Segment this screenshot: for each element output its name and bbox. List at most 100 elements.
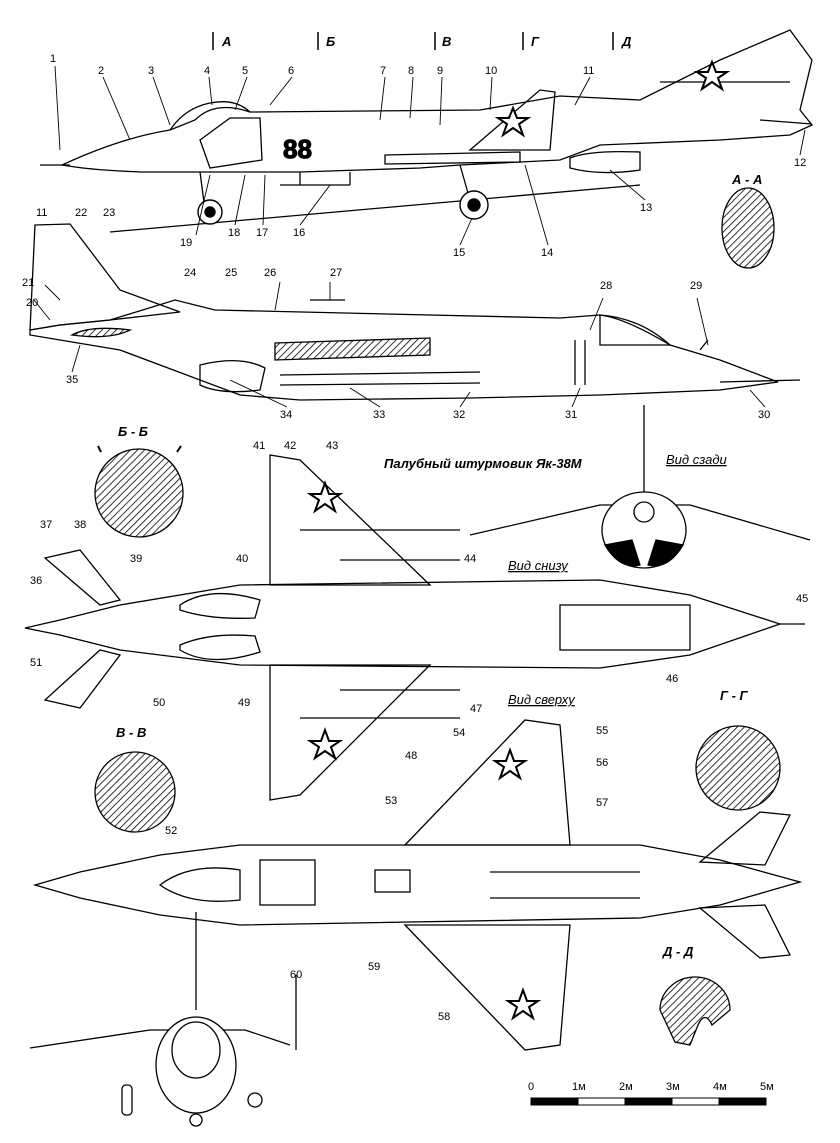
callout-3: 3 (148, 65, 154, 77)
side-view-wheels (197, 190, 489, 225)
callout-26: 26 (264, 267, 276, 279)
callout-6: 6 (288, 65, 294, 77)
callout-30: 30 (758, 409, 770, 421)
scale-label-5: 5м (760, 1081, 774, 1093)
callout-60: 60 (290, 969, 302, 981)
callout-47: 47 (470, 703, 482, 715)
front-view (29, 912, 297, 1127)
callout-9: 9 (437, 65, 443, 77)
tail-number: 88 (283, 134, 312, 164)
bottom-star-icon (306, 480, 344, 761)
rear-view (469, 405, 811, 569)
section-vv-shape (94, 751, 176, 833)
callout-8: 8 (408, 65, 414, 77)
callout-48: 48 (405, 750, 417, 762)
section-aa-shape (721, 187, 775, 269)
section-mark-d: Д (621, 34, 632, 49)
callout-42: 42 (284, 440, 296, 452)
callout-4: 4 (204, 65, 210, 77)
callout-7: 7 (380, 65, 386, 77)
tail-star-icon (494, 59, 731, 138)
callout-leaders (33, 65, 806, 408)
section-label-dd: Д - Д (662, 944, 694, 959)
callout-44: 44 (464, 553, 476, 565)
section-label-bb: Б - Б (118, 424, 148, 439)
callout-24: 24 (184, 267, 196, 279)
callout-45: 45 (796, 593, 808, 605)
callout-32: 32 (453, 409, 465, 421)
callout-15: 15 (453, 247, 465, 259)
callout-39: 39 (130, 553, 142, 565)
callout-40: 40 (236, 553, 248, 565)
top-view-label: Вид сверху (508, 692, 576, 707)
callout-17: 17 (256, 227, 268, 239)
section-bb-ticks (97, 445, 182, 453)
section-dd-shape (659, 976, 731, 1046)
callout-22: 22 (75, 207, 87, 219)
callout-27: 27 (330, 267, 342, 279)
top-star-icon (491, 747, 542, 1021)
callout-37: 37 (40, 519, 52, 531)
callout-43: 43 (326, 440, 338, 452)
section-mark-v: В (442, 34, 451, 49)
top-view (32, 719, 803, 1051)
bottom-view-label: Вид снизу (508, 558, 569, 573)
callout-49: 49 (238, 697, 250, 709)
section-marks (212, 32, 614, 50)
callout-21: 21 (22, 277, 34, 289)
scale-label-1: 1м (572, 1081, 586, 1093)
callout-12: 12 (794, 157, 806, 169)
section-mark-b: Б (326, 34, 335, 49)
callout-35: 35 (66, 374, 78, 386)
callout-53: 53 (385, 795, 397, 807)
rear-view-label: Вид сзади (666, 452, 727, 467)
callout-59: 59 (368, 961, 380, 973)
callout-34: 34 (280, 409, 292, 421)
callout-33: 33 (373, 409, 385, 421)
callout-numbers: 1 2 3 4 5 6 7 8 9 10 11 12 13 14 15 16 1… (22, 53, 808, 1023)
callout-2: 2 (98, 65, 104, 77)
callout-56: 56 (596, 757, 608, 769)
callout-58: 58 (438, 1011, 450, 1023)
callout-46: 46 (666, 673, 678, 685)
callout-20: 20 (26, 297, 38, 309)
callout-36: 36 (30, 575, 42, 587)
callout-14: 14 (541, 247, 553, 259)
callout-11b: 11 (36, 207, 47, 219)
callout-31: 31 (565, 409, 577, 421)
callout-52: 52 (165, 825, 177, 837)
page-title: Палубный штурмовик Як-38М (384, 456, 583, 471)
section-label-gg: Г - Г (720, 688, 749, 703)
side-view-left (40, 29, 814, 233)
section-label-aa: А - А (731, 172, 762, 187)
section-gg-shape (695, 725, 781, 811)
callout-41: 41 (253, 440, 265, 452)
callout-18: 18 (228, 227, 240, 239)
scale-label-3: 3м (666, 1081, 680, 1093)
section-mark-g: Г (531, 34, 540, 49)
callout-25: 25 (225, 267, 237, 279)
callout-57: 57 (596, 797, 608, 809)
callout-1: 1 (50, 53, 56, 65)
callout-19: 19 (180, 237, 192, 249)
callout-29: 29 (690, 280, 702, 292)
callout-5: 5 (242, 65, 248, 77)
callout-10: 10 (485, 65, 497, 77)
scale-label-4: 4м (713, 1081, 727, 1093)
section-bb-shape (94, 448, 184, 538)
callout-11a: 11 (583, 65, 594, 77)
side-view-right (29, 223, 801, 401)
callout-13: 13 (640, 202, 652, 214)
bottom-view (24, 454, 805, 801)
section-label-vv: В - В (116, 725, 146, 740)
scale-label-0: 0 (528, 1081, 534, 1093)
callout-50: 50 (153, 697, 165, 709)
callout-28: 28 (600, 280, 612, 292)
section-mark-a: А (221, 34, 231, 49)
callout-38: 38 (74, 519, 86, 531)
callout-23: 23 (103, 207, 115, 219)
callout-55: 55 (596, 725, 608, 737)
callout-54: 54 (453, 727, 465, 739)
callout-16: 16 (293, 227, 305, 239)
